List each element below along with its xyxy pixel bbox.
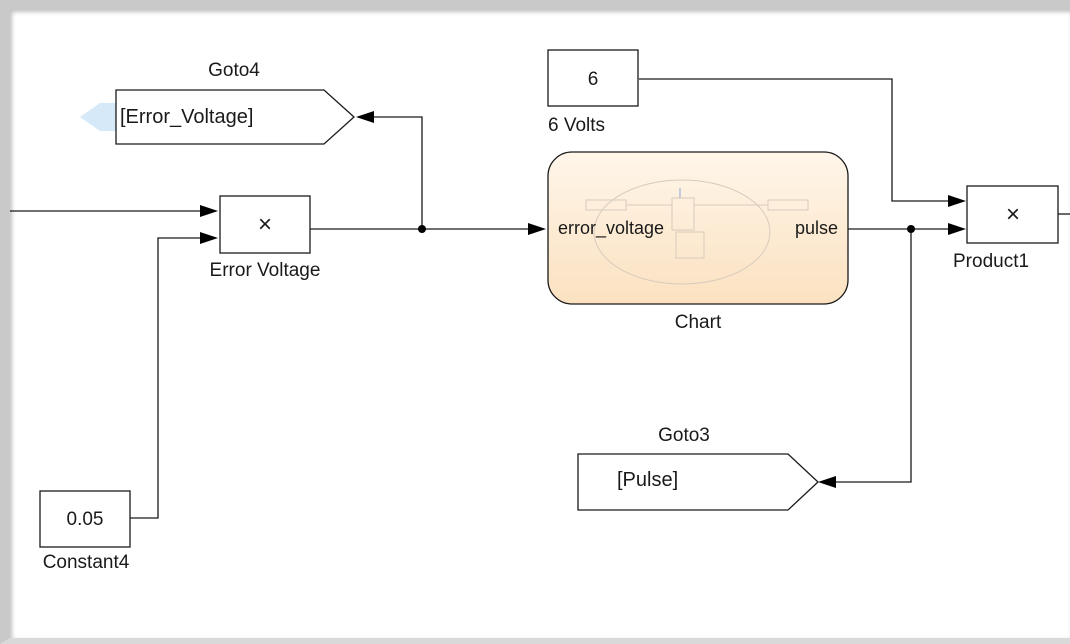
wire-branch-to-goto3[interactable]	[836, 229, 912, 483]
product1-block[interactable]: × Product1	[953, 185, 1059, 272]
chart-box	[547, 151, 849, 305]
arrowhead-chart-in	[528, 223, 546, 235]
arrowhead-goto4-in	[356, 111, 374, 123]
arrowhead-error-voltage-in1	[200, 205, 218, 217]
error-voltage-symbol: ×	[258, 211, 272, 238]
six-volts-box	[547, 49, 639, 107]
error-voltage-name: Error Voltage	[210, 260, 321, 281]
chart-input-port-label: error_voltage	[558, 218, 664, 239]
signal-lines	[10, 78, 1070, 519]
error-voltage-box	[219, 195, 311, 254]
goto3-block[interactable]: [Pulse] Goto3	[577, 425, 819, 511]
chart-name: Chart	[675, 312, 722, 333]
arrowhead-error-voltage-in2	[200, 232, 218, 244]
product1-symbol: ×	[1006, 201, 1020, 228]
goto3-shape	[577, 453, 819, 511]
goto4-shape	[115, 89, 355, 145]
chart-output-port-label: pulse	[795, 218, 838, 238]
six-volts-block[interactable]: 6 6 Volts	[547, 49, 639, 136]
chart-block[interactable]: error_voltage pulse Chart	[547, 151, 849, 333]
constant4-name: Constant4	[43, 552, 130, 573]
arrowhead-goto3-in	[818, 476, 836, 488]
product1-box	[966, 185, 1059, 244]
arrowheads	[200, 111, 966, 488]
goto4-name: Goto4	[208, 60, 260, 81]
error-voltage-block[interactable]: × Error Voltage	[210, 195, 321, 281]
constant4-block[interactable]: 0.05 Constant4	[39, 490, 131, 573]
six-volts-name: 6 Volts	[548, 115, 605, 136]
wire-6volts-to-product1[interactable]	[639, 78, 948, 202]
goto4-block[interactable]: [Error_Voltage] Goto4	[80, 60, 355, 145]
branch-point-error	[418, 225, 426, 233]
constant4-box	[39, 490, 131, 548]
arrowhead-product1-in1	[948, 195, 966, 207]
goto4-highlight	[80, 103, 116, 131]
goto3-tag: [Pulse]	[617, 469, 678, 491]
goto4-tag: [Error_Voltage]	[120, 106, 253, 128]
product1-name: Product1	[953, 251, 1029, 272]
arrowhead-product1-in2	[948, 223, 966, 235]
chart-stateflow-icon	[585, 179, 809, 285]
wire-branch-to-goto4[interactable]	[374, 116, 423, 229]
wire-constant4-to-error-voltage[interactable]	[130, 237, 200, 519]
six-volts-value: 6	[588, 69, 599, 90]
goto3-name: Goto3	[658, 425, 710, 446]
branch-point-pulse	[907, 225, 915, 233]
constant4-value: 0.05	[67, 509, 104, 530]
